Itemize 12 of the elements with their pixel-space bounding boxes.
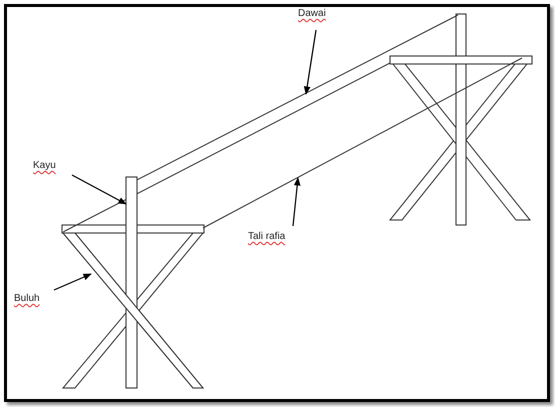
leader-arrow [54,273,92,291]
wooden-pole [126,176,138,388]
leader-arrow [292,177,301,226]
leader-arrow [72,174,127,205]
part-label: Kayu [33,160,56,171]
bamboo-leg [62,232,204,388]
part-label: Buluh [14,293,40,304]
part-label: Tali rafia [248,231,286,242]
wire [62,14,458,232]
raffia-string [202,58,522,228]
leader-arrow [304,30,317,95]
part-label: Dawai [298,8,326,19]
